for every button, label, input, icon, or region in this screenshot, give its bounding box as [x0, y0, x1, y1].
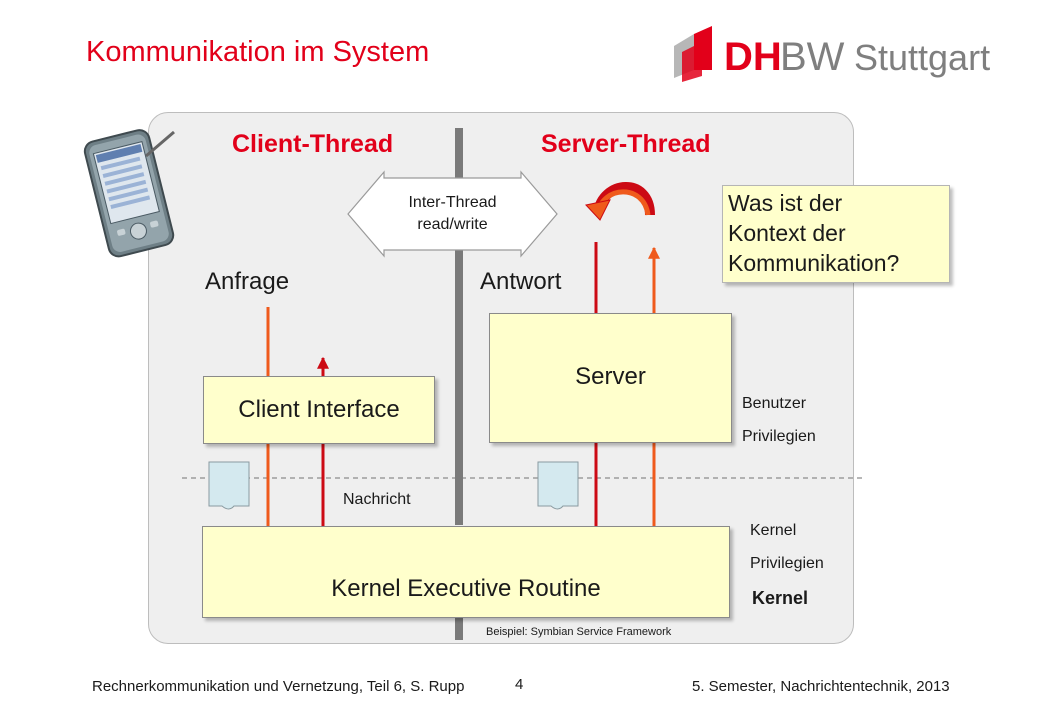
- antwort-label: Antwort: [480, 268, 562, 295]
- benutzer-privilegien-label: Privilegien: [742, 428, 816, 445]
- example-caption: Beispiel: Symbian Service Framework: [486, 626, 672, 638]
- dhbw-logo-icon: DH BW Stuttgart: [674, 26, 990, 82]
- slide-title: Kommunikation im System: [86, 36, 430, 68]
- curved-arrow-icon: [585, 182, 655, 221]
- anfrage-label: Anfrage: [205, 268, 290, 295]
- client-interface-label: Client Interface: [238, 396, 400, 423]
- server-label: Server: [575, 363, 646, 390]
- question-line1: Was ist der: [728, 190, 843, 216]
- inter-thread-double-arrow: [347, 170, 558, 258]
- server-thread-heading: Server-Thread: [541, 130, 711, 158]
- inter-thread-label: Inter-Thread read/write: [384, 192, 521, 236]
- client-interface-box: Client Interface: [203, 376, 435, 444]
- footer-left: Rechnerkommunikation und Vernetzung, Tei…: [92, 678, 465, 695]
- question-line3: Kommunikation?: [728, 250, 900, 276]
- benutzer-label: Benutzer: [742, 395, 807, 412]
- pda-device-icon: [83, 129, 175, 258]
- question-line2: Kontext der: [728, 220, 846, 246]
- kernel-label: Kernel: [750, 522, 797, 539]
- nachricht-label: Nachricht: [343, 491, 411, 508]
- logo-dh: DH: [724, 35, 782, 79]
- footer-right: 5. Semester, Nachrichtentechnik, 2013: [692, 678, 950, 695]
- logo-city: Stuttgart: [854, 37, 990, 78]
- question-note: Was ist der Kontext der Kommunikation?: [722, 185, 950, 283]
- document-icon: [208, 461, 250, 510]
- kernel-privilegien-label: Privilegien: [750, 555, 824, 572]
- document-icon: [537, 461, 579, 510]
- kernel-executive-label: Kernel Executive Routine: [331, 575, 601, 602]
- logo-bw: BW: [780, 35, 845, 79]
- inter-thread-line2: read/write: [417, 216, 488, 233]
- page-number: 4: [515, 676, 524, 693]
- client-thread-heading: Client-Thread: [232, 130, 394, 158]
- server-box: Server: [489, 313, 732, 443]
- kernel-executive-box: Kernel Executive Routine: [202, 526, 730, 618]
- inter-thread-line1: Inter-Thread: [408, 194, 497, 211]
- kernel-bold-label: Kernel: [752, 588, 809, 608]
